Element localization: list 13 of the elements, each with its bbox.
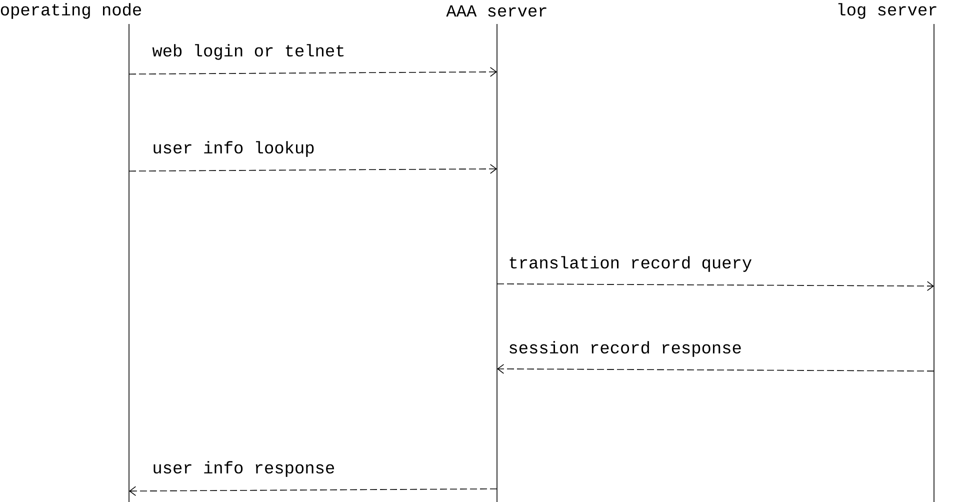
arrow xyxy=(129,486,498,496)
participant-label: AAA server xyxy=(446,5,546,17)
arrow xyxy=(497,364,934,374)
edge-label: web login or telnet xyxy=(151,43,346,61)
participant-label: operating node xyxy=(0,3,142,19)
edge-label: user info lookup xyxy=(151,140,316,158)
participant-label: log server xyxy=(838,3,936,19)
edge-label: translation record query xyxy=(507,255,754,273)
arrow xyxy=(128,67,497,77)
arrow xyxy=(128,164,497,174)
arrow xyxy=(496,281,934,291)
edge-label: session record response xyxy=(507,340,743,358)
edge-label: user info response xyxy=(151,460,336,478)
